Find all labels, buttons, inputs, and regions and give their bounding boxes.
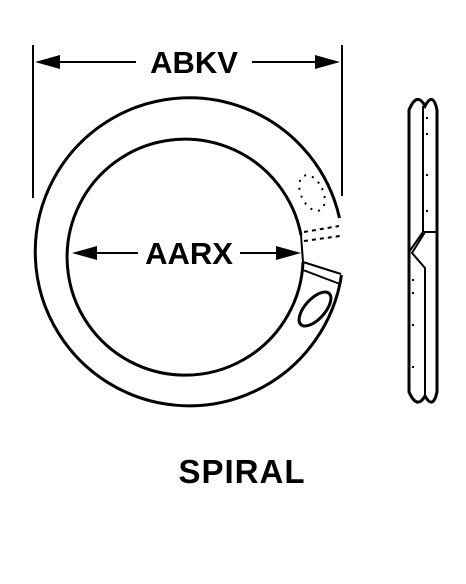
- side-view-crossover: [408, 231, 424, 268]
- drawing-caption: SPIRAL: [178, 453, 305, 490]
- ring-outer-edge: [33, 96, 343, 408]
- outer-dimension-label: ABKV: [150, 45, 238, 80]
- ring-gap-inner-edge: [300, 234, 304, 263]
- inner-dimension-label: AARX: [145, 236, 233, 271]
- side-view-crossover-right: [410, 231, 437, 396]
- inner-arrowhead-right: [276, 246, 301, 260]
- ring-inner-edge: [65, 137, 305, 377]
- spiral-gap-line-bottom: [302, 269, 341, 285]
- side-view-outline: [407, 98, 439, 404]
- hidden-slot: [298, 174, 326, 212]
- spiral-gap-line-top: [302, 261, 342, 275]
- ring-front-view: [33, 96, 343, 408]
- hidden-gap-line-2: [303, 235, 341, 242]
- inner-dimension: AARX: [72, 236, 301, 271]
- outer-dimension: ABKV: [32, 45, 343, 198]
- hidden-gap-line-1: [303, 225, 340, 233]
- removal-slot: [297, 290, 333, 328]
- ring-side-view: [407, 98, 439, 404]
- outer-arrowhead-left: [35, 55, 60, 69]
- outer-arrowhead-right: [315, 55, 340, 69]
- inner-arrowhead-left: [72, 246, 97, 260]
